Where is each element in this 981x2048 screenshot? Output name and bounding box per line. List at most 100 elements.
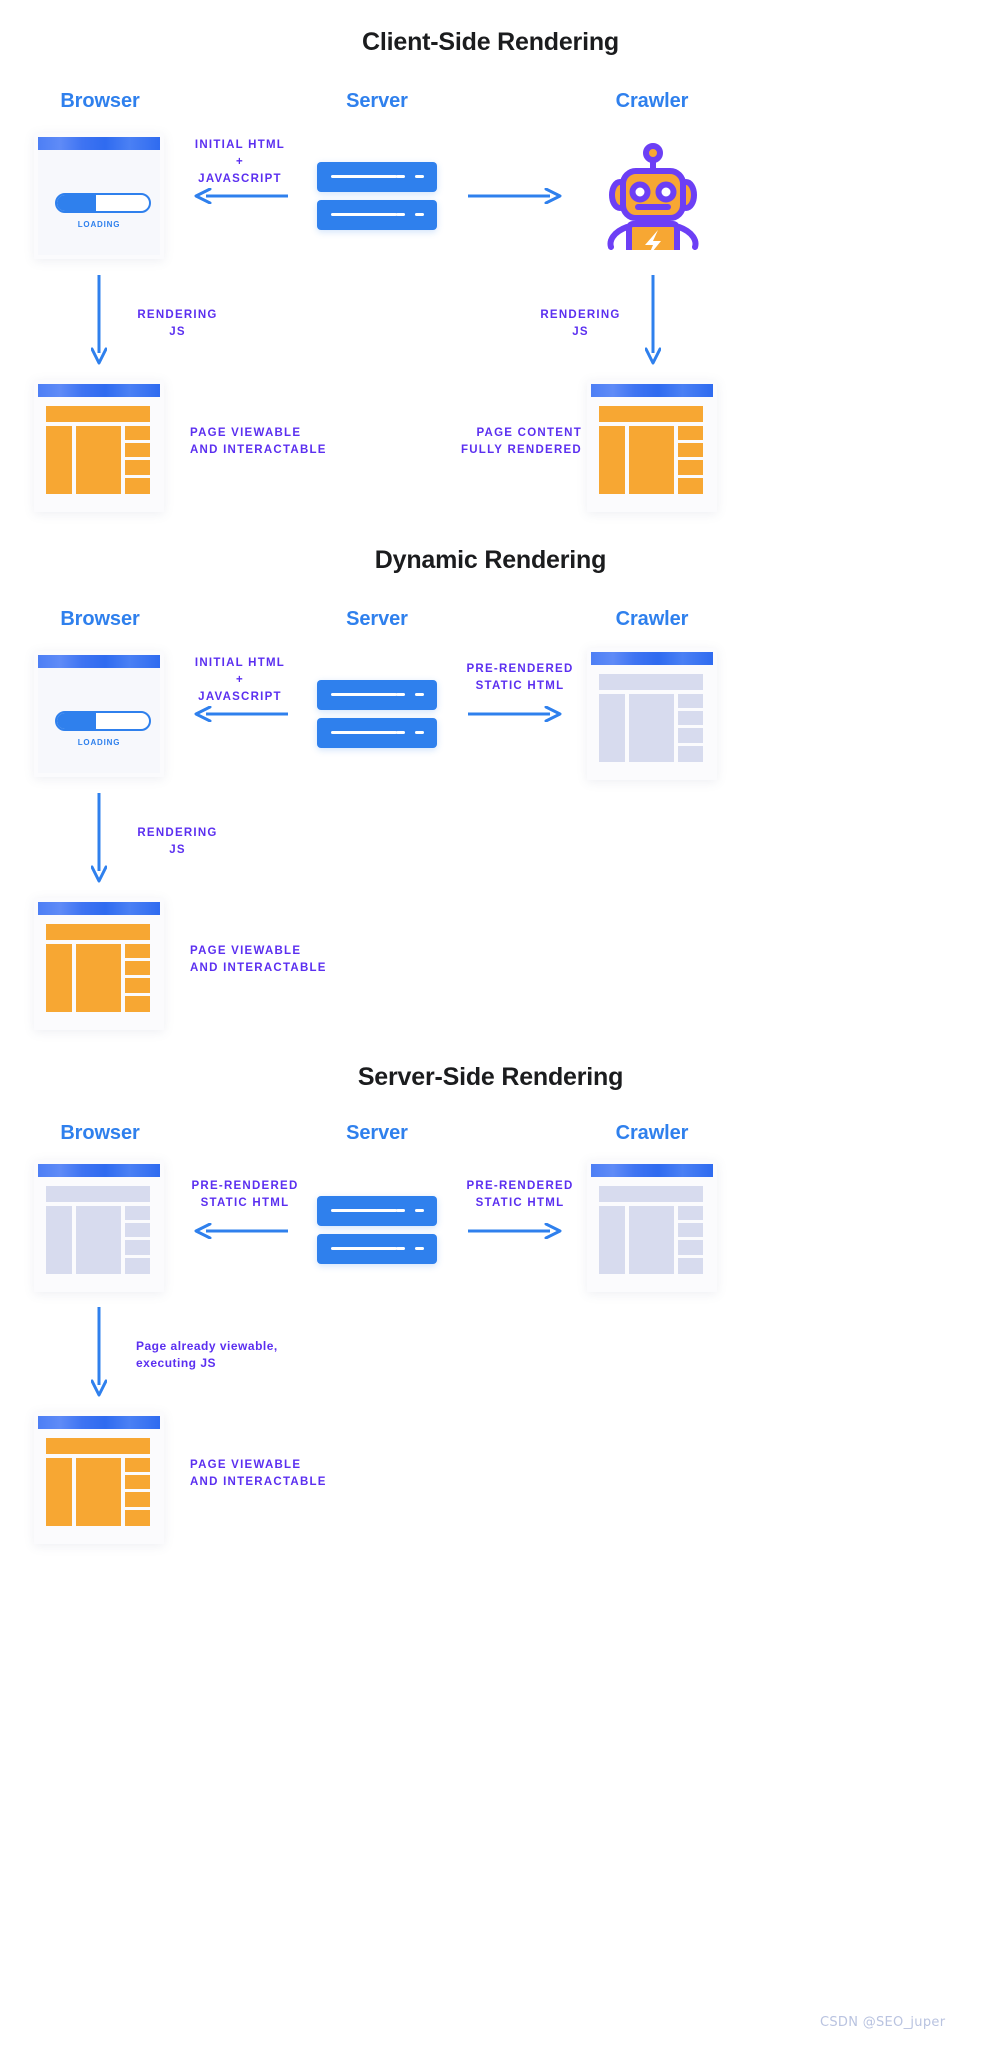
caption-line-1: PRE-RENDERED [466, 1180, 574, 1192]
page-block-side-1 [125, 1206, 150, 1220]
caption-pre-rendered-crawler-dr: PRE-RENDERED STATIC HTML [455, 661, 585, 695]
page-block-side-4 [125, 1258, 150, 1274]
server-unit-bar [331, 213, 397, 216]
caption-line-2: JS [169, 844, 186, 856]
caption-line-2: AND INTERACTABLE [190, 444, 327, 456]
column-header-server-dr: Server [346, 608, 408, 630]
arrow-right-icon-dr [468, 706, 564, 722]
caption-line-1: INITIAL HTML [194, 139, 286, 151]
caption-page-viewable-ssr: PAGE VIEWABLE AND INTERACTABLE [190, 1457, 380, 1491]
server-unit-bar [331, 1209, 397, 1212]
page-block-main-column [629, 426, 674, 494]
page-layout [46, 406, 152, 494]
page-block-side-1 [678, 694, 703, 708]
page-block-header [46, 1438, 150, 1454]
column-header-browser-csr: Browser [60, 90, 140, 112]
page-block-side-1 [678, 426, 703, 440]
browser-titlebar [38, 1416, 160, 1429]
caption-initial-html-dr: INITIAL HTML + JAVASCRIPT [170, 655, 310, 706]
caption-line-1: INITIAL HTML [194, 657, 286, 669]
page-block-side-3 [125, 1240, 150, 1255]
arrow-down-icon-browser-ssr [91, 1307, 107, 1397]
page-block-main-column [76, 1206, 121, 1274]
caption-line-2: AND INTERACTABLE [190, 1476, 327, 1488]
page-block-header [46, 406, 150, 422]
page-block-header [599, 406, 703, 422]
arrow-left-icon-ssr [192, 1223, 288, 1239]
caption-pre-rendered-crawler-ssr: PRE-RENDERED STATIC HTML [455, 1178, 585, 1212]
caption-pre-rendered-browser-ssr: PRE-RENDERED STATIC HTML [180, 1178, 310, 1212]
server-unit-dash-2 [415, 693, 424, 696]
page-mockup-prerendered-crawler-ssr [587, 1160, 717, 1292]
server-unit-bar [331, 175, 397, 178]
loading-progress-fill [57, 195, 96, 211]
page-layout [599, 406, 705, 494]
page-block-side-2 [678, 443, 703, 457]
server-unit-dash-1 [396, 1247, 405, 1250]
caption-line-2: FULLY RENDERED [460, 444, 582, 456]
column-header-crawler-ssr: Crawler [615, 1122, 689, 1144]
page-block-left-column [599, 1206, 625, 1274]
arrow-right-icon-csr [468, 188, 564, 204]
page-block-header [46, 924, 150, 940]
caption-page-content-rendered-csr: PAGE CONTENT FULLY RENDERED [432, 425, 582, 459]
page-block-side-2 [125, 1475, 150, 1489]
loading-label: LOADING [77, 220, 121, 229]
caption-page-viewable-csr: PAGE VIEWABLE AND INTERACTABLE [190, 425, 380, 459]
caption-page-already-viewable-ssr: Page already viewable, executing JS [136, 1338, 356, 1372]
page-layout [46, 924, 152, 1012]
page-block-side-3 [678, 1240, 703, 1255]
caption-line-3: JAVASCRIPT [198, 173, 282, 185]
caption-line-2: executing JS [136, 1356, 217, 1370]
caption-line-2: STATIC HTML [475, 680, 565, 692]
page-layout [46, 1438, 152, 1526]
page-mockup-rendered-crawler-csr [587, 380, 717, 512]
arrow-right-icon-ssr [468, 1223, 564, 1239]
caption-line-2: JS [169, 326, 186, 338]
loading-progress-fill [57, 713, 96, 729]
browser-titlebar [591, 652, 713, 665]
page-block-side-3 [125, 1492, 150, 1507]
server-unit-dash-1 [396, 1209, 405, 1212]
caption-line-2: + [236, 674, 244, 686]
page-block-main-column [76, 944, 121, 1012]
column-header-server-ssr: Server [346, 1122, 408, 1144]
caption-rendering-js-crawler-csr: RENDERING JS [523, 307, 638, 341]
page-mockup-prerendered-crawler-dr [587, 648, 717, 780]
section-title-dynamic-rendering: Dynamic Rendering [374, 546, 607, 574]
caption-line-1: PAGE VIEWABLE [190, 945, 302, 957]
column-header-crawler-dr: Crawler [615, 608, 689, 630]
caption-line-1: PRE-RENDERED [191, 1180, 299, 1192]
page-block-header [599, 674, 703, 690]
page-block-side-4 [125, 478, 150, 494]
server-unit [317, 718, 437, 748]
caption-rendering-js-browser-csr: RENDERING JS [120, 307, 235, 341]
server-unit [317, 200, 437, 230]
caption-line-3: JAVASCRIPT [198, 691, 282, 703]
server-unit [317, 162, 437, 192]
caption-line-1: RENDERING [137, 827, 218, 839]
page-block-header [46, 1186, 150, 1202]
page-mockup-prerendered-browser-ssr [34, 1160, 164, 1292]
page-block-main-column [76, 426, 121, 494]
page-block-main-column [76, 1458, 121, 1526]
page-block-side-2 [125, 443, 150, 457]
server-unit-bar [331, 693, 397, 696]
page-layout [46, 1186, 152, 1274]
browser-mockup-loading-csr: LOADING [34, 133, 164, 259]
page-block-side-3 [125, 460, 150, 475]
section-title-server-side-rendering: Server-Side Rendering [357, 1063, 624, 1091]
caption-line-2: AND INTERACTABLE [190, 962, 327, 974]
arrow-down-icon-crawler-csr [645, 275, 661, 365]
browser-viewport-loading: LOADING [38, 150, 160, 255]
server-stack-icon-dr [317, 680, 437, 752]
caption-line-1: PAGE VIEWABLE [190, 1459, 302, 1471]
page-block-left-column [599, 694, 625, 762]
server-unit-bar [331, 1247, 397, 1250]
arrow-down-icon-browser-csr [91, 275, 107, 365]
server-unit [317, 1196, 437, 1226]
browser-titlebar [38, 384, 160, 397]
browser-mockup-loading-dr: LOADING [34, 651, 164, 777]
page-block-side-4 [678, 478, 703, 494]
